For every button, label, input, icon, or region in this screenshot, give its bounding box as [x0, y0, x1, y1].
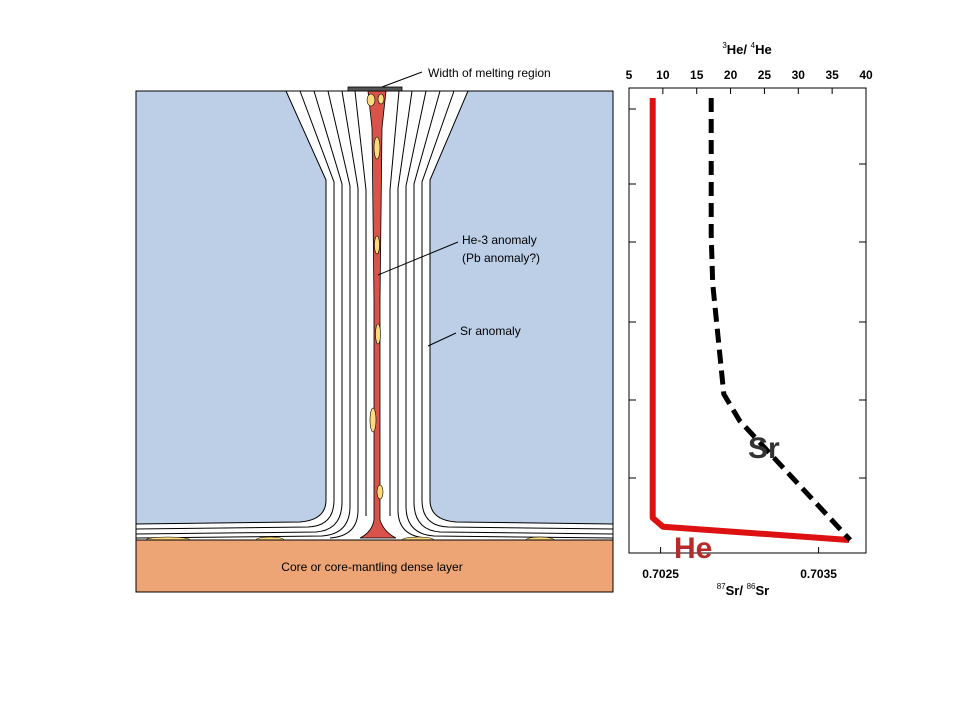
bottom-axis-title-main1: Sr/	[726, 583, 747, 598]
top-tick-label: 40	[859, 68, 873, 82]
sr-anomaly-label: Sr anomaly	[460, 324, 521, 338]
he3-anomaly-leader	[377, 241, 459, 276]
series-label-sr: Sr	[748, 432, 780, 465]
series-layer: He Sr	[649, 98, 853, 565]
right-tick-marks	[859, 87, 866, 479]
top-axis-title-sup1: 3	[722, 41, 727, 50]
series-line-he	[649, 98, 850, 543]
melting-width-label: Width of melting region	[428, 66, 551, 80]
top-axis-title-main2: He	[755, 42, 772, 57]
top-tick-label: 20	[724, 68, 738, 82]
melting-width-bar	[347, 86, 403, 92]
top-tick-label: 5	[626, 68, 633, 82]
left-tick-marks	[629, 87, 636, 479]
top-axis-title: 3He/ 4He	[722, 41, 771, 57]
top-tick-label: 10	[656, 68, 670, 82]
melting-width-leader	[381, 71, 423, 88]
bottom-tick-label: 0.7035	[800, 567, 837, 581]
bottom-tick-label: 0.7025	[642, 567, 679, 581]
top-tick-label: 35	[825, 68, 839, 82]
sr-anomaly-leader	[427, 332, 457, 347]
bottom-axis-title-sup1: 87	[717, 582, 726, 591]
top-axis-title-main1: He/	[727, 42, 751, 57]
top-tick-label: 25	[758, 68, 772, 82]
top-axis-title-sup2: 4	[751, 41, 756, 50]
top-tick-label: 15	[690, 68, 704, 82]
melt-conduit	[359, 90, 397, 539]
plume-cross-section: Core or core-mantling dense layer Width …	[135, 66, 614, 593]
bottom-axis-title-main2: Sr	[756, 583, 770, 598]
series-label-he: He	[674, 532, 712, 565]
core-layer-label: Core or core-mantling dense layer	[281, 560, 462, 574]
bottom-axis-title-sup2: 86	[747, 582, 756, 591]
plume-flow-lines	[135, 90, 614, 539]
core-layer	[135, 539, 614, 593]
bottom-axis-title: 87Sr/ 86Sr	[717, 582, 770, 598]
series-line-sr	[708, 98, 853, 542]
bottom-axis-ticks: 0.7025 0.7035	[642, 547, 837, 581]
he3-anomaly-label: He-3 anomaly	[462, 233, 537, 247]
top-tick-label: 30	[792, 68, 806, 82]
pb-anomaly-label: (Pb anomaly?)	[462, 251, 540, 265]
chart-frame	[628, 87, 867, 554]
melt-pockets	[145, 93, 555, 544]
top-axis-ticks: 5 10 15 20 25 30 35 40	[626, 68, 873, 94]
